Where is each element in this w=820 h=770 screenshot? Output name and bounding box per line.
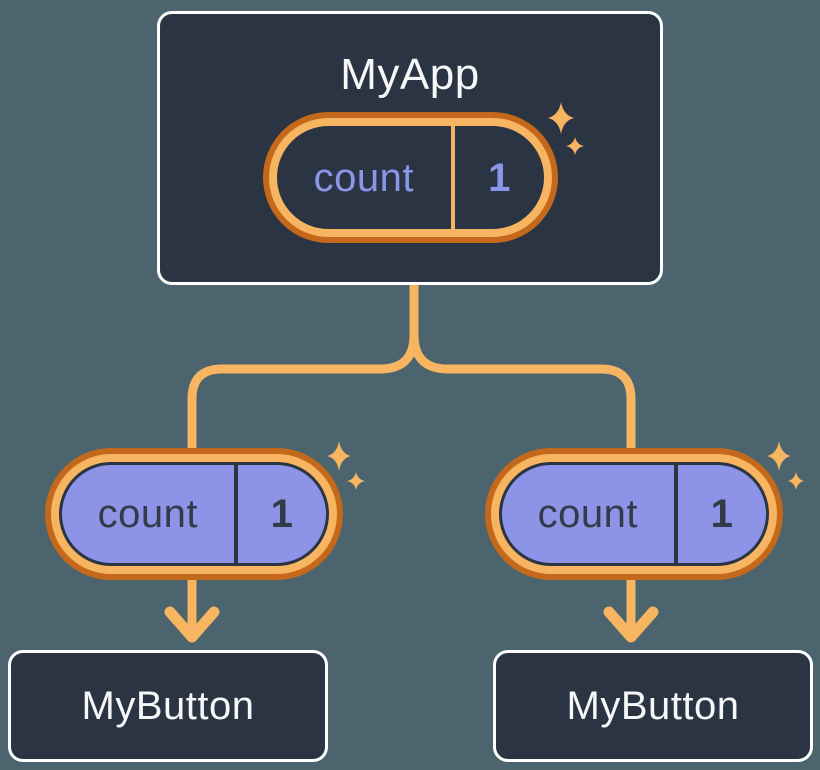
prop-value-label: 1: [710, 492, 733, 536]
prop-pill-label-cell: count: [62, 465, 238, 563]
state-pill: count 1: [263, 112, 558, 243]
prop-pill-ring: count 1: [51, 454, 337, 574]
prop-pill-left: count 1: [45, 448, 343, 580]
state-pill-value-cell: 1: [455, 126, 544, 229]
child-component-node-left: MyButton: [8, 650, 328, 762]
prop-pill-label-cell: count: [502, 465, 678, 563]
prop-pill-ring: count 1: [491, 454, 777, 574]
prop-value-label: 1: [270, 492, 293, 536]
prop-pill-value-cell: 1: [238, 465, 326, 563]
child-component-node-right: MyButton: [493, 650, 813, 762]
state-pill-ring: count 1: [269, 118, 552, 237]
child-component-title: MyButton: [566, 683, 740, 728]
state-pill-body: count 1: [277, 126, 544, 229]
state-name-label: count: [313, 155, 414, 200]
state-pill-label-cell: count: [277, 126, 455, 229]
prop-pill-body: count 1: [499, 462, 769, 566]
prop-pill-right: count 1: [485, 448, 783, 580]
state-value-label: 1: [488, 155, 511, 200]
root-component-title: MyApp: [340, 50, 480, 99]
prop-name-label: count: [97, 492, 198, 536]
prop-name-label: count: [537, 492, 638, 536]
prop-pill-value-cell: 1: [678, 465, 766, 563]
child-component-title: MyButton: [81, 683, 255, 728]
prop-pill-body: count 1: [59, 462, 329, 566]
